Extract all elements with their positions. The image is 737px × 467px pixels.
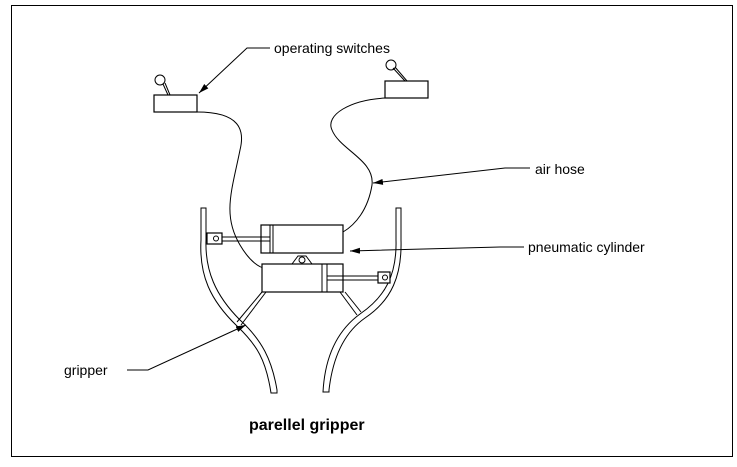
label-air-hose: air hose	[535, 161, 585, 177]
leader-pneumatic-cylinder	[349, 246, 524, 254]
pneumatic-cylinder-lower	[261, 263, 391, 293]
leader-air-hose	[372, 167, 530, 185]
label-pneumatic-cylinder: pneumatic cylinder	[528, 239, 645, 255]
drawing-frame	[11, 5, 733, 457]
gripper-jaw-left	[200, 207, 278, 394]
switch-right	[384, 59, 429, 99]
gripper-jaw-right	[322, 207, 402, 393]
air-hose-left	[196, 111, 266, 269]
leader-operating-switches	[198, 47, 270, 94]
air-hose-right	[330, 97, 386, 233]
pivot-bracket	[291, 255, 313, 265]
diagram-caption: parellel gripper	[249, 417, 365, 434]
label-gripper: gripper	[64, 362, 108, 378]
switch-left	[153, 74, 198, 113]
label-operating-switches: operating switches	[274, 40, 390, 56]
leader-gripper	[127, 324, 247, 371]
pneumatic-cylinder-upper	[206, 224, 344, 254]
